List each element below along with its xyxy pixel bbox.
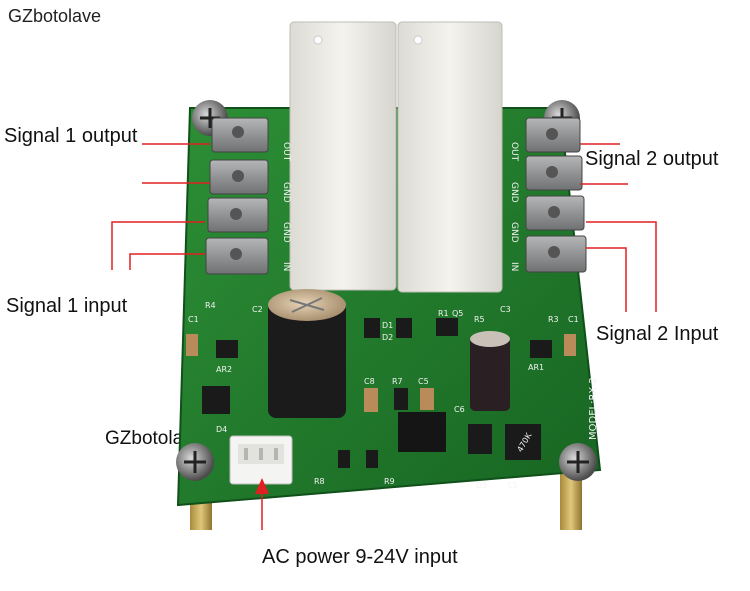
silk-r1: R1 <box>438 309 449 318</box>
silk-model: MODEL:RX-2 <box>588 377 599 440</box>
smd-capacitor <box>420 388 434 410</box>
terminal-right-3: GND <box>509 222 519 243</box>
callout-lines <box>111 143 657 530</box>
terminals-left <box>205 117 269 275</box>
silk-d2: D2 <box>382 333 393 342</box>
relay-right <box>397 21 503 293</box>
silk-r4: R4 <box>205 301 216 310</box>
terminal-right-2: GND <box>509 182 519 203</box>
relay-left <box>289 21 397 291</box>
smd-resistor <box>338 450 350 468</box>
diode-d5 <box>468 424 492 454</box>
silk-c5: C5 <box>418 377 429 386</box>
silk-d5: D5 <box>476 481 487 490</box>
silk-r7: R7 <box>392 377 403 386</box>
terminal-left-4: IN <box>281 262 291 271</box>
silk-d4: D4 <box>216 425 227 434</box>
silk-r3: R3 <box>548 315 559 324</box>
silk-c6: C6 <box>454 405 465 414</box>
chip-ar2 <box>216 340 238 358</box>
smd-capacitor <box>564 334 576 356</box>
standoff <box>560 470 582 530</box>
electrolytic-capacitor-large <box>268 289 346 418</box>
electrolytic-capacitor-small <box>470 331 510 411</box>
silk-c1-left: C1 <box>188 315 199 324</box>
terminal-right-4: IN <box>509 262 519 271</box>
watermark-middle: GZbotolave <box>105 428 204 449</box>
silk-ar1: AR1 <box>528 363 544 372</box>
silk-r5: R5 <box>474 315 485 324</box>
silk-q5: Q5 <box>452 309 463 318</box>
chip-ar1 <box>530 340 552 358</box>
silk-ar2: AR2 <box>216 365 232 374</box>
ic-chip <box>398 412 446 452</box>
inductor <box>505 424 541 460</box>
smd-capacitor <box>364 388 378 412</box>
smd-resistor <box>394 388 408 410</box>
terminal-left-2: GND <box>281 182 291 203</box>
transistor-q5 <box>436 318 458 336</box>
callout-ac-power: AC power 9-24V input <box>262 546 458 568</box>
silk-c3: C3 <box>500 305 511 314</box>
power-connector <box>229 435 293 485</box>
diode-d2 <box>396 318 412 338</box>
terminal-left-1: OUT <box>281 142 291 162</box>
bridge-rectifier <box>202 386 230 414</box>
terminal-right-1: OUT <box>509 142 519 162</box>
callout-signal2-input: Signal 2 Input <box>596 323 719 345</box>
watermark-top: GZbotolave <box>8 6 102 26</box>
silk-c8: C8 <box>364 377 375 386</box>
silk-d1: D1 <box>382 321 393 330</box>
screw-icon <box>559 443 597 481</box>
silk-c2: C2 <box>252 305 263 314</box>
silk-c1-right: C1 <box>568 315 579 324</box>
callout-signal1-output: Signal 1 output <box>4 125 138 147</box>
silk-l1: L1 <box>508 481 518 490</box>
smd-resistor <box>366 450 378 468</box>
silk-r8: R8 <box>314 477 325 486</box>
callout-signal2-output: Signal 2 output <box>585 148 719 170</box>
screw-icon <box>176 443 214 481</box>
silk-r9: R9 <box>384 477 395 486</box>
diode-d1 <box>364 318 380 338</box>
arrow-up-icon <box>255 478 269 494</box>
terminal-left-3: GND <box>281 222 291 243</box>
smd-capacitor <box>186 334 198 356</box>
callout-signal1-input: Signal 1 input <box>6 295 128 317</box>
terminals-right <box>525 117 587 273</box>
